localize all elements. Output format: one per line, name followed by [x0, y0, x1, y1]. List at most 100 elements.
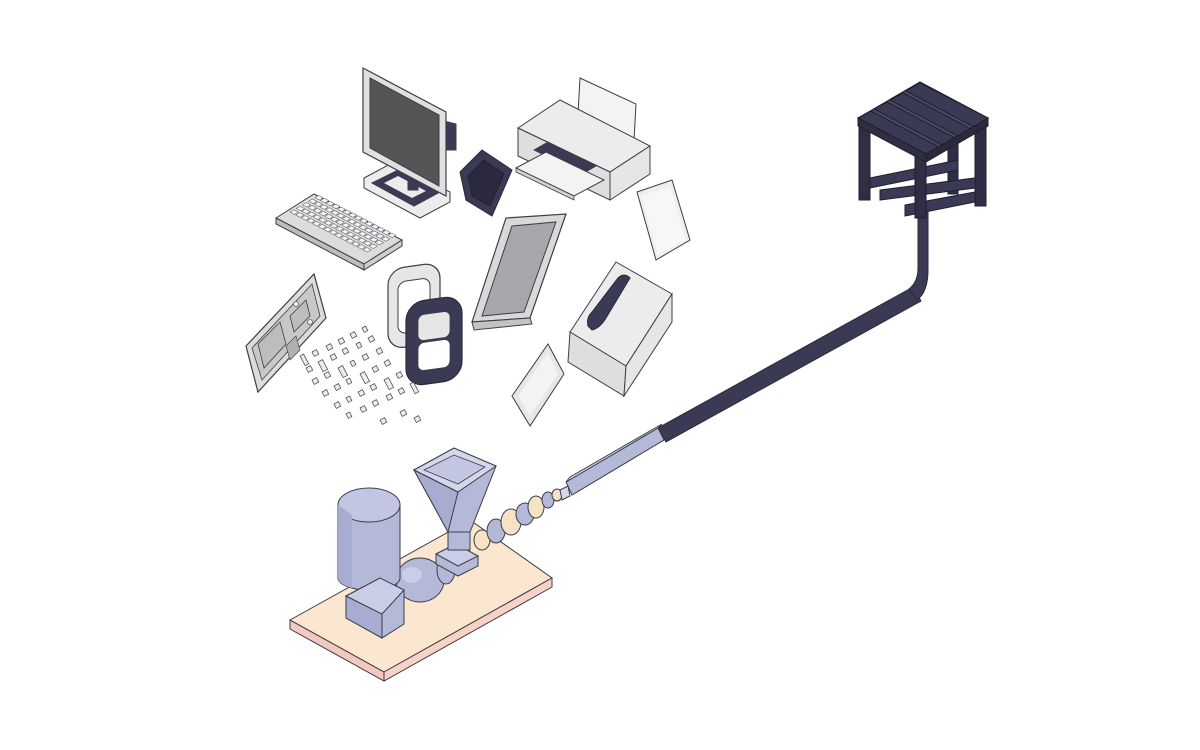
keyboard-key: [369, 230, 380, 236]
keyboard-key: [368, 243, 378, 249]
electronic-component: [333, 383, 342, 391]
keyboard-key: [362, 247, 372, 253]
electronic-component: [345, 411, 353, 419]
phone-icon: [387, 263, 463, 386]
keyboard-key: [347, 219, 357, 225]
small-components-icon: [299, 325, 422, 425]
electronic-component: [361, 325, 369, 333]
extruded-profile-icon: [565, 209, 929, 496]
keyboard-key: [380, 236, 391, 242]
keyboard-key: [307, 205, 317, 211]
stool-icon: [856, 81, 990, 219]
hopper-icon: [412, 447, 498, 577]
electronic-component: [305, 365, 314, 373]
keyboard-key: [301, 202, 312, 208]
keyboard-key: [317, 224, 327, 230]
power-adapter-icon: [511, 343, 565, 427]
electronic-component: [311, 377, 320, 385]
extrudate-bar: [657, 286, 922, 443]
electronic-component: [371, 399, 380, 407]
keyboard-key: [374, 240, 385, 246]
keyboard-key: [306, 218, 316, 224]
keyboard-key: [328, 229, 339, 235]
keyboard-key: [358, 224, 368, 230]
keyboard-key: [319, 198, 330, 204]
keyboard-key: [301, 208, 311, 214]
keyboard-key: [381, 229, 391, 236]
keyboard-keys: [289, 195, 397, 253]
electronic-component: [317, 359, 329, 373]
keyboard-key: [387, 232, 397, 238]
router-icon: [567, 261, 673, 398]
electronic-component: [337, 365, 349, 379]
printer-icon: [514, 77, 651, 201]
keyboard-key: [308, 198, 318, 204]
keyboard-key: [336, 206, 347, 212]
keyboard-key: [319, 204, 329, 210]
keyboard-key: [312, 214, 322, 220]
electronic-component: [395, 371, 404, 379]
monitor-icon: [362, 67, 457, 219]
electronic-component: [367, 335, 376, 343]
electronic-component: [375, 347, 384, 355]
electronic-component: [397, 387, 406, 395]
keyboard-key: [356, 244, 367, 250]
keyboard-key: [295, 205, 306, 212]
keyboard-key: [346, 232, 356, 238]
electronic-component: [337, 337, 346, 345]
keyboard-key: [375, 227, 386, 233]
keyboard-key: [345, 238, 355, 244]
keyboard-key: [362, 240, 373, 246]
keyboard-key: [329, 216, 340, 222]
electronic-component: [355, 341, 363, 349]
electronic-component: [383, 377, 395, 391]
electronic-component: [399, 409, 408, 417]
die-icon: [559, 485, 571, 501]
electronic-component: [325, 343, 334, 351]
keyboard-key: [351, 241, 361, 247]
motor-icon: [337, 487, 456, 603]
electronic-component: [383, 359, 392, 367]
electronic-component: [349, 359, 357, 367]
keyboard-key: [370, 224, 380, 230]
keyboard-key: [351, 234, 362, 241]
keyboard-key: [318, 217, 328, 223]
electronic-component: [323, 371, 332, 379]
electronic-component: [321, 389, 330, 397]
keyboard-key: [340, 229, 350, 235]
keyboard-key: [352, 221, 363, 228]
keyboard-key: [323, 226, 333, 233]
keyboard-key: [324, 213, 334, 220]
keyboard-key: [306, 211, 317, 217]
electronic-component: [311, 349, 320, 357]
electronic-component: [341, 347, 350, 355]
paper-sheet-icon: [636, 179, 691, 261]
keyboard-key: [318, 211, 329, 217]
tablet-icon: [471, 213, 567, 331]
keyboard-key: [341, 222, 351, 228]
keyboard-key: [295, 212, 305, 218]
keyboard-key: [364, 221, 375, 227]
circuit-board-icon: [245, 272, 327, 394]
keyboard-key: [300, 215, 311, 221]
keyboard-key: [352, 228, 362, 234]
electronic-component: [371, 365, 380, 373]
keyboard-key: [347, 212, 358, 218]
gearbox-icon: [344, 577, 405, 639]
keyboard-key: [357, 237, 367, 243]
electronic-component: [359, 371, 371, 385]
keyboard-key: [323, 220, 334, 226]
electronic-component: [329, 353, 338, 361]
extrudate-bend: [908, 209, 929, 301]
keyboard-key: [331, 203, 341, 209]
keyboard-key: [329, 223, 339, 229]
keyboard-icon: [274, 193, 404, 271]
electronic-component: [345, 377, 353, 385]
keyboard-key: [334, 232, 344, 238]
keyboard-key: [357, 231, 368, 237]
keyboard-key: [313, 201, 324, 207]
electronic-component: [413, 415, 422, 423]
electronic-component: [385, 393, 394, 401]
extrudate-sleeve: [565, 427, 665, 496]
electronic-component: [359, 405, 368, 413]
